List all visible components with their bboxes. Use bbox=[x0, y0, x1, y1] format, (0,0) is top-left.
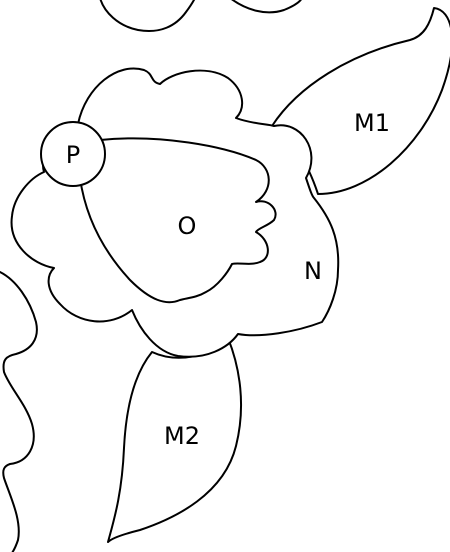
label-n: N bbox=[304, 257, 322, 285]
label-p: P bbox=[66, 141, 80, 169]
label-m1: M1 bbox=[354, 109, 390, 137]
top-partial-shape bbox=[100, 0, 195, 31]
top-partial-shape-right bbox=[230, 0, 302, 12]
left-partial-shape bbox=[0, 272, 37, 552]
label-m2: M2 bbox=[164, 422, 200, 450]
label-o: O bbox=[178, 212, 197, 240]
